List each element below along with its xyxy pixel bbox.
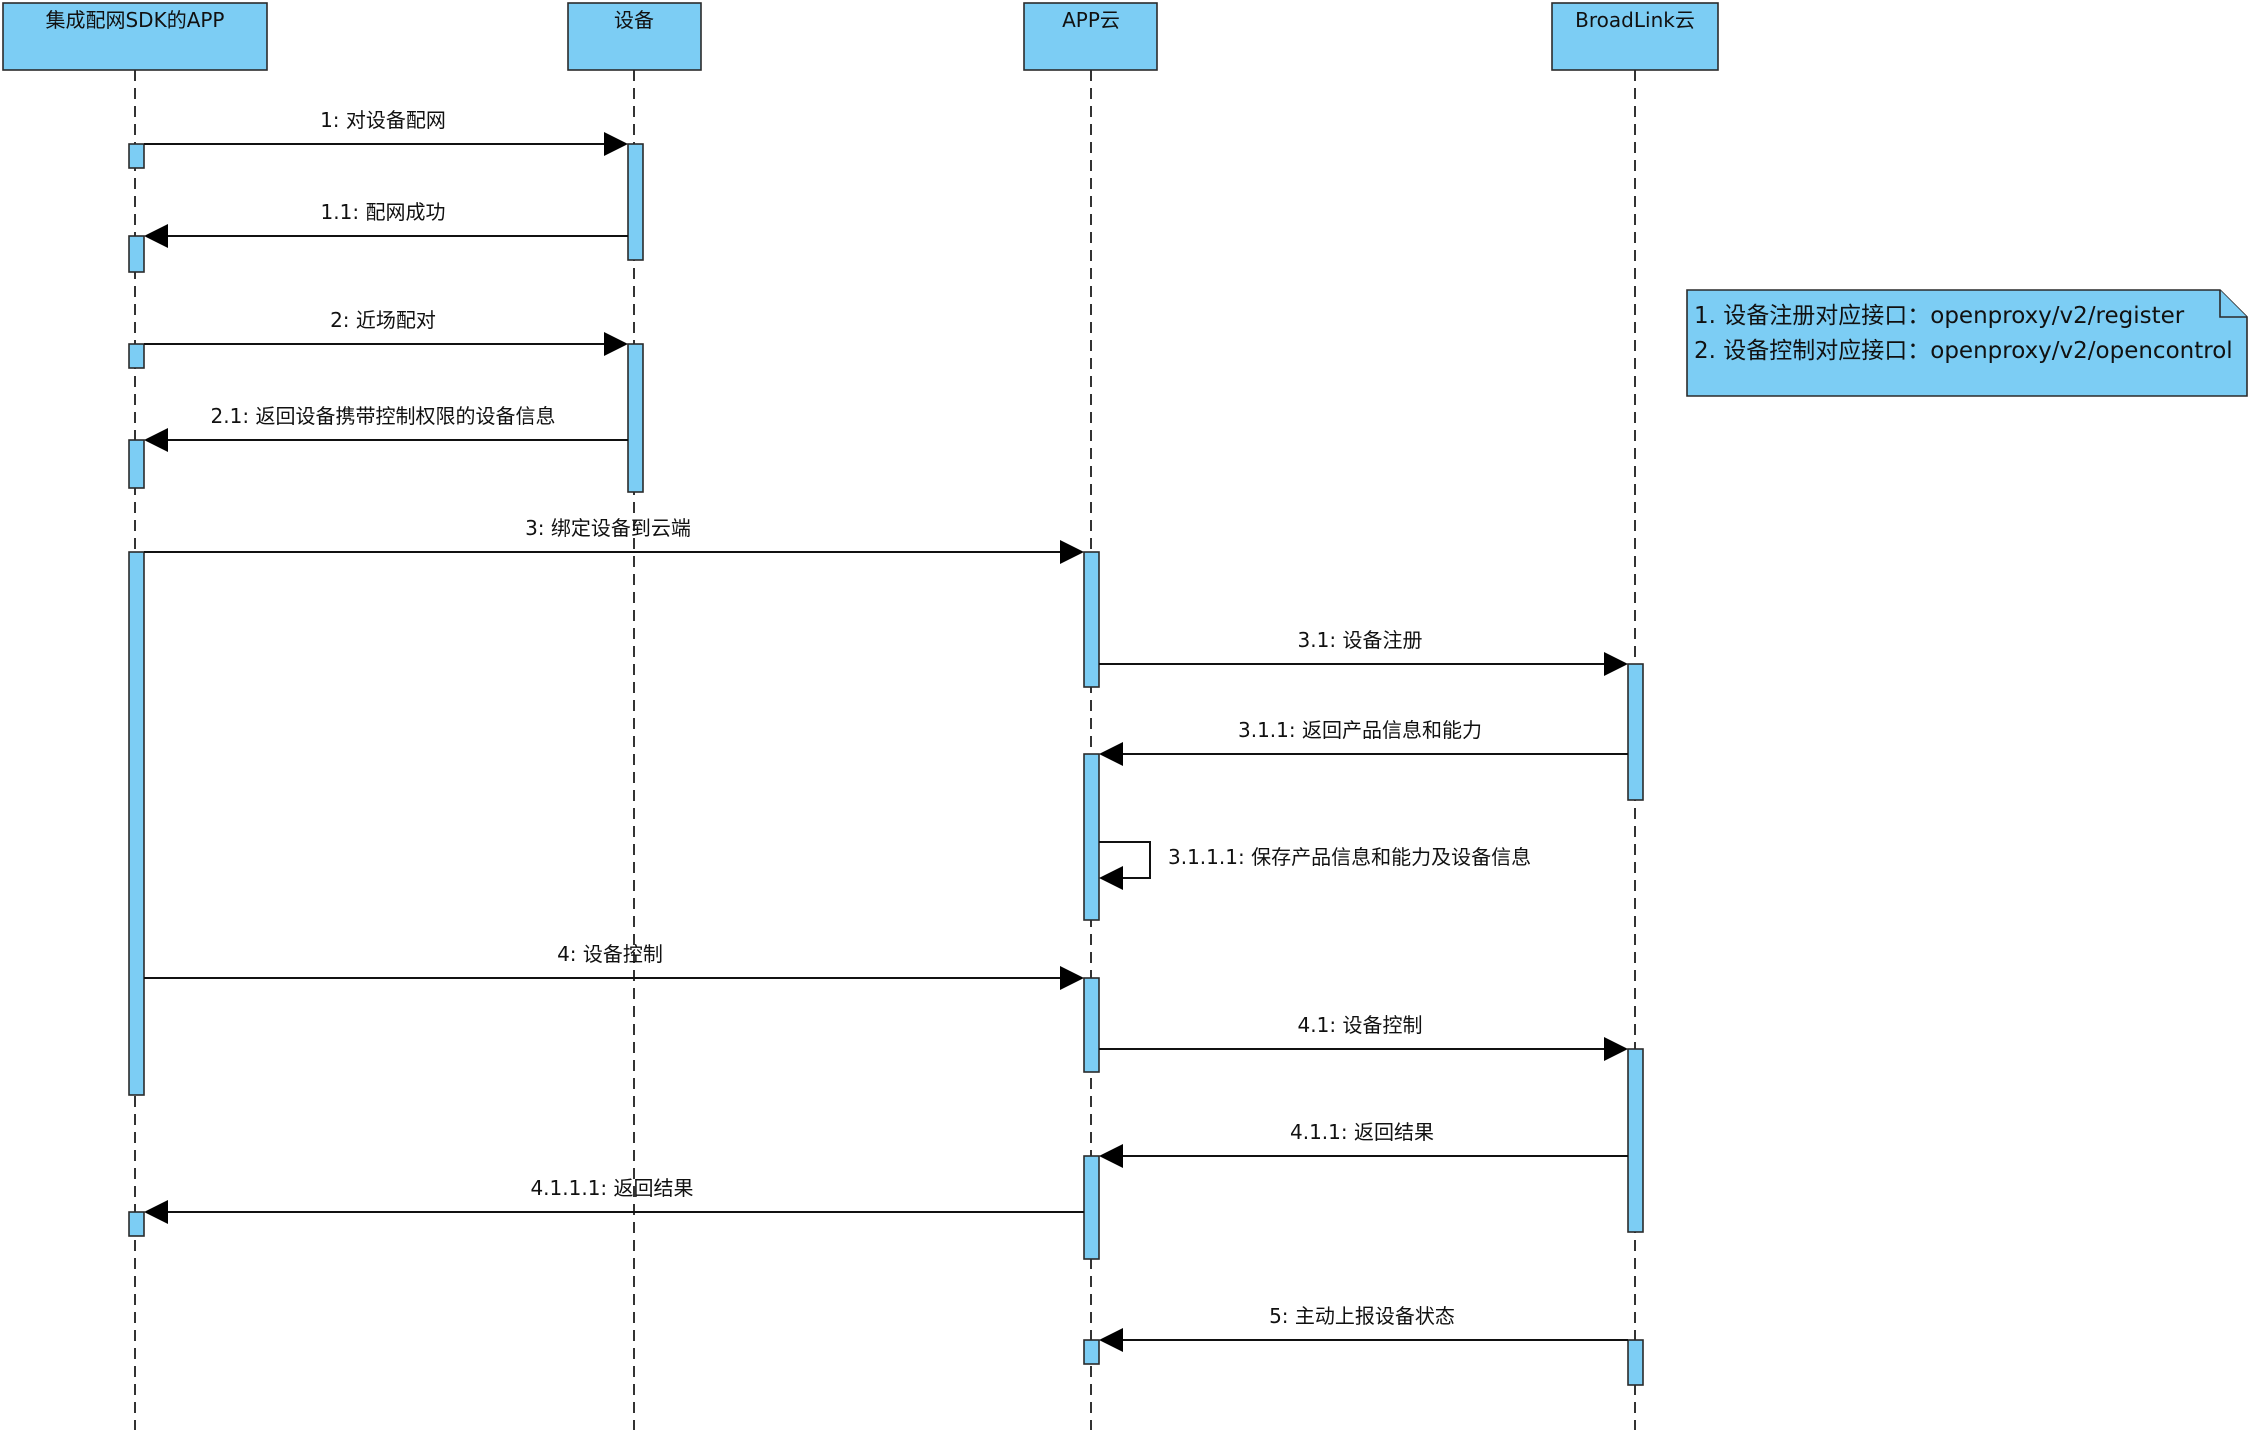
message-4-1-1-1[interactable]: 4.1.1.1: 返回结果	[144, 1176, 1084, 1224]
lifeline-broadlink-header[interactable]	[1551, 2, 1719, 71]
arrow-right-icon	[1604, 652, 1628, 676]
arrow-left-icon	[1099, 866, 1123, 890]
message-2[interactable]: 2: 近场配对	[144, 308, 628, 356]
lifeline-device-title: 设备	[614, 8, 654, 32]
message-label: 4.1.1: 返回结果	[1290, 1120, 1434, 1144]
message-label: 4: 设备控制	[557, 942, 663, 966]
message-4-1-1[interactable]: 4.1.1: 返回结果	[1099, 1120, 1628, 1168]
message-label: 3.1: 设备注册	[1298, 628, 1423, 652]
message-label: 2.1: 返回设备携带控制权限的设备信息	[211, 404, 556, 428]
message-1-1[interactable]: 1.1: 配网成功	[144, 200, 628, 248]
arrow-right-icon	[1060, 966, 1084, 990]
message-label: 4.1.1.1: 返回结果	[530, 1176, 693, 1200]
message-label: 1.1: 配网成功	[321, 200, 446, 224]
message-3-1[interactable]: 3.1: 设备注册	[1099, 628, 1628, 676]
activation-bar	[128, 439, 145, 489]
arrow-left-icon	[1099, 1144, 1123, 1168]
note-box	[1686, 289, 2248, 397]
lifeline-device-header[interactable]	[567, 2, 702, 71]
lifeline-app-title: 集成配网SDK的APP	[45, 8, 224, 32]
activation-bar	[128, 143, 145, 169]
arrow-right-icon	[1060, 540, 1084, 564]
message-3-1-1[interactable]: 3.1.1: 返回产品信息和能力	[1099, 718, 1628, 766]
activation-bar	[1627, 1048, 1644, 1233]
activation-bar	[1083, 1155, 1100, 1260]
activation-bar	[1627, 1339, 1644, 1386]
activation-bar	[128, 235, 145, 273]
message-label: 1: 对设备配网	[320, 108, 446, 132]
activation-bar	[627, 143, 644, 261]
activation-bar	[128, 551, 145, 1096]
lifeline-broadlink: BroadLink云	[1551, 2, 1719, 1430]
lifeline-app-header[interactable]	[2, 2, 268, 71]
arrow-left-icon	[1099, 1328, 1123, 1352]
activation-bar	[128, 1211, 145, 1237]
message-label: 4.1: 设备控制	[1298, 1013, 1423, 1037]
activation-bar	[1083, 551, 1100, 688]
message-5[interactable]: 5: 主动上报设备状态	[1099, 1304, 1628, 1352]
arrow-left-icon	[1099, 742, 1123, 766]
message-label: 5: 主动上报设备状态	[1269, 1304, 1455, 1328]
arrow-right-icon	[604, 332, 628, 356]
activation-bar	[1083, 977, 1100, 1073]
message-2-1[interactable]: 2.1: 返回设备携带控制权限的设备信息	[144, 404, 628, 452]
message-label: 3.1.1: 返回产品信息和能力	[1238, 718, 1482, 742]
activation-bar	[1083, 1339, 1100, 1365]
activation-bar	[1083, 753, 1100, 921]
message-label: 3: 绑定设备到云端	[525, 516, 691, 540]
arrow-left-icon	[144, 428, 168, 452]
lifeline-device: 设备	[567, 2, 702, 1430]
note-line-2: 2. 设备控制对应接口：openproxy/v2/opencontrol	[1694, 338, 2233, 364]
lifeline-appcloud-title: APP云	[1062, 8, 1120, 32]
arrow-left-icon	[144, 224, 168, 248]
arrow-right-icon	[1604, 1037, 1628, 1061]
activation-bar	[1627, 663, 1644, 801]
note[interactable]: 1. 设备注册对应接口：openproxy/v2/register 2. 设备控…	[1686, 289, 2248, 397]
message-label: 3.1.1.1: 保存产品信息和能力及设备信息	[1168, 845, 1531, 869]
lifeline-appcloud-header[interactable]	[1023, 2, 1158, 71]
lifeline-appcloud: APP云	[1023, 2, 1158, 1430]
lifeline-app: 集成配网SDK的APP	[2, 2, 268, 1430]
message-4-1[interactable]: 4.1: 设备控制	[1099, 1013, 1628, 1061]
arrow-right-icon	[604, 132, 628, 156]
lifeline-broadlink-title: BroadLink云	[1575, 8, 1695, 32]
arrow-left-icon	[144, 1200, 168, 1224]
note-line-1: 1. 设备注册对应接口：openproxy/v2/register	[1694, 303, 2185, 329]
message-label: 2: 近场配对	[330, 308, 436, 332]
message-1[interactable]: 1: 对设备配网	[144, 108, 628, 156]
activation-bar	[128, 343, 145, 369]
activation-bar	[627, 343, 644, 493]
message-3-1-1-1[interactable]: 3.1.1.1: 保存产品信息和能力及设备信息	[1099, 841, 1531, 890]
message-4[interactable]: 4: 设备控制	[144, 942, 1084, 990]
message-3[interactable]: 3: 绑定设备到云端	[144, 516, 1084, 564]
note-fold-corner	[2219, 290, 2247, 318]
